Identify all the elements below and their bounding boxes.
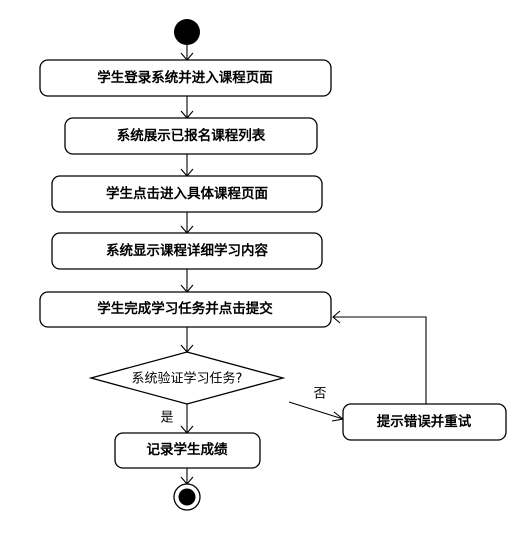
action-login-label: 学生登录系统并进入课程页面 xyxy=(97,69,273,86)
start-node xyxy=(174,19,200,45)
edge-start-login xyxy=(180,45,194,61)
edge-no-label: 否 xyxy=(313,387,326,402)
action-course-list-label: 系统展示已报名课程列表 xyxy=(117,127,266,144)
action-retry-label: 提示错误并重试 xyxy=(377,413,472,430)
edge-yes-label: 是 xyxy=(160,411,173,426)
edge-login-list xyxy=(180,96,194,119)
action-show-detail: 系统显示课程详细学习内容 xyxy=(51,232,323,270)
decision-verify-label: 系统验证学习任务? xyxy=(132,371,243,387)
action-retry: 提示错误并重试 xyxy=(342,403,507,441)
edge-list-enter xyxy=(180,154,194,177)
edge-retry-complete xyxy=(332,310,427,404)
end-node xyxy=(173,483,201,511)
decision-verify: 系统验证学习任务? xyxy=(88,351,286,405)
action-complete-task: 学生完成学习任务并点击提交 xyxy=(39,291,332,328)
edge-verify-retry xyxy=(288,401,345,422)
action-enter-course: 学生点击进入具体课程页面 xyxy=(51,175,323,213)
edge-enter-detail xyxy=(180,212,194,234)
edge-verify-record xyxy=(180,404,194,434)
action-login: 学生登录系统并进入课程页面 xyxy=(39,59,332,97)
action-show-detail-label: 系统显示课程详细学习内容 xyxy=(106,242,268,259)
edge-detail-complete xyxy=(180,269,194,293)
action-course-list: 系统展示已报名课程列表 xyxy=(64,117,318,155)
edge-record-end xyxy=(180,468,194,485)
action-record-grade: 记录学生成绩 xyxy=(114,432,261,469)
action-complete-task-label: 学生完成学习任务并点击提交 xyxy=(97,300,273,317)
action-enter-course-label: 学生点击进入具体课程页面 xyxy=(106,185,268,202)
edge-complete-verify xyxy=(180,327,194,353)
action-record-grade-label: 记录学生成绩 xyxy=(147,441,228,458)
